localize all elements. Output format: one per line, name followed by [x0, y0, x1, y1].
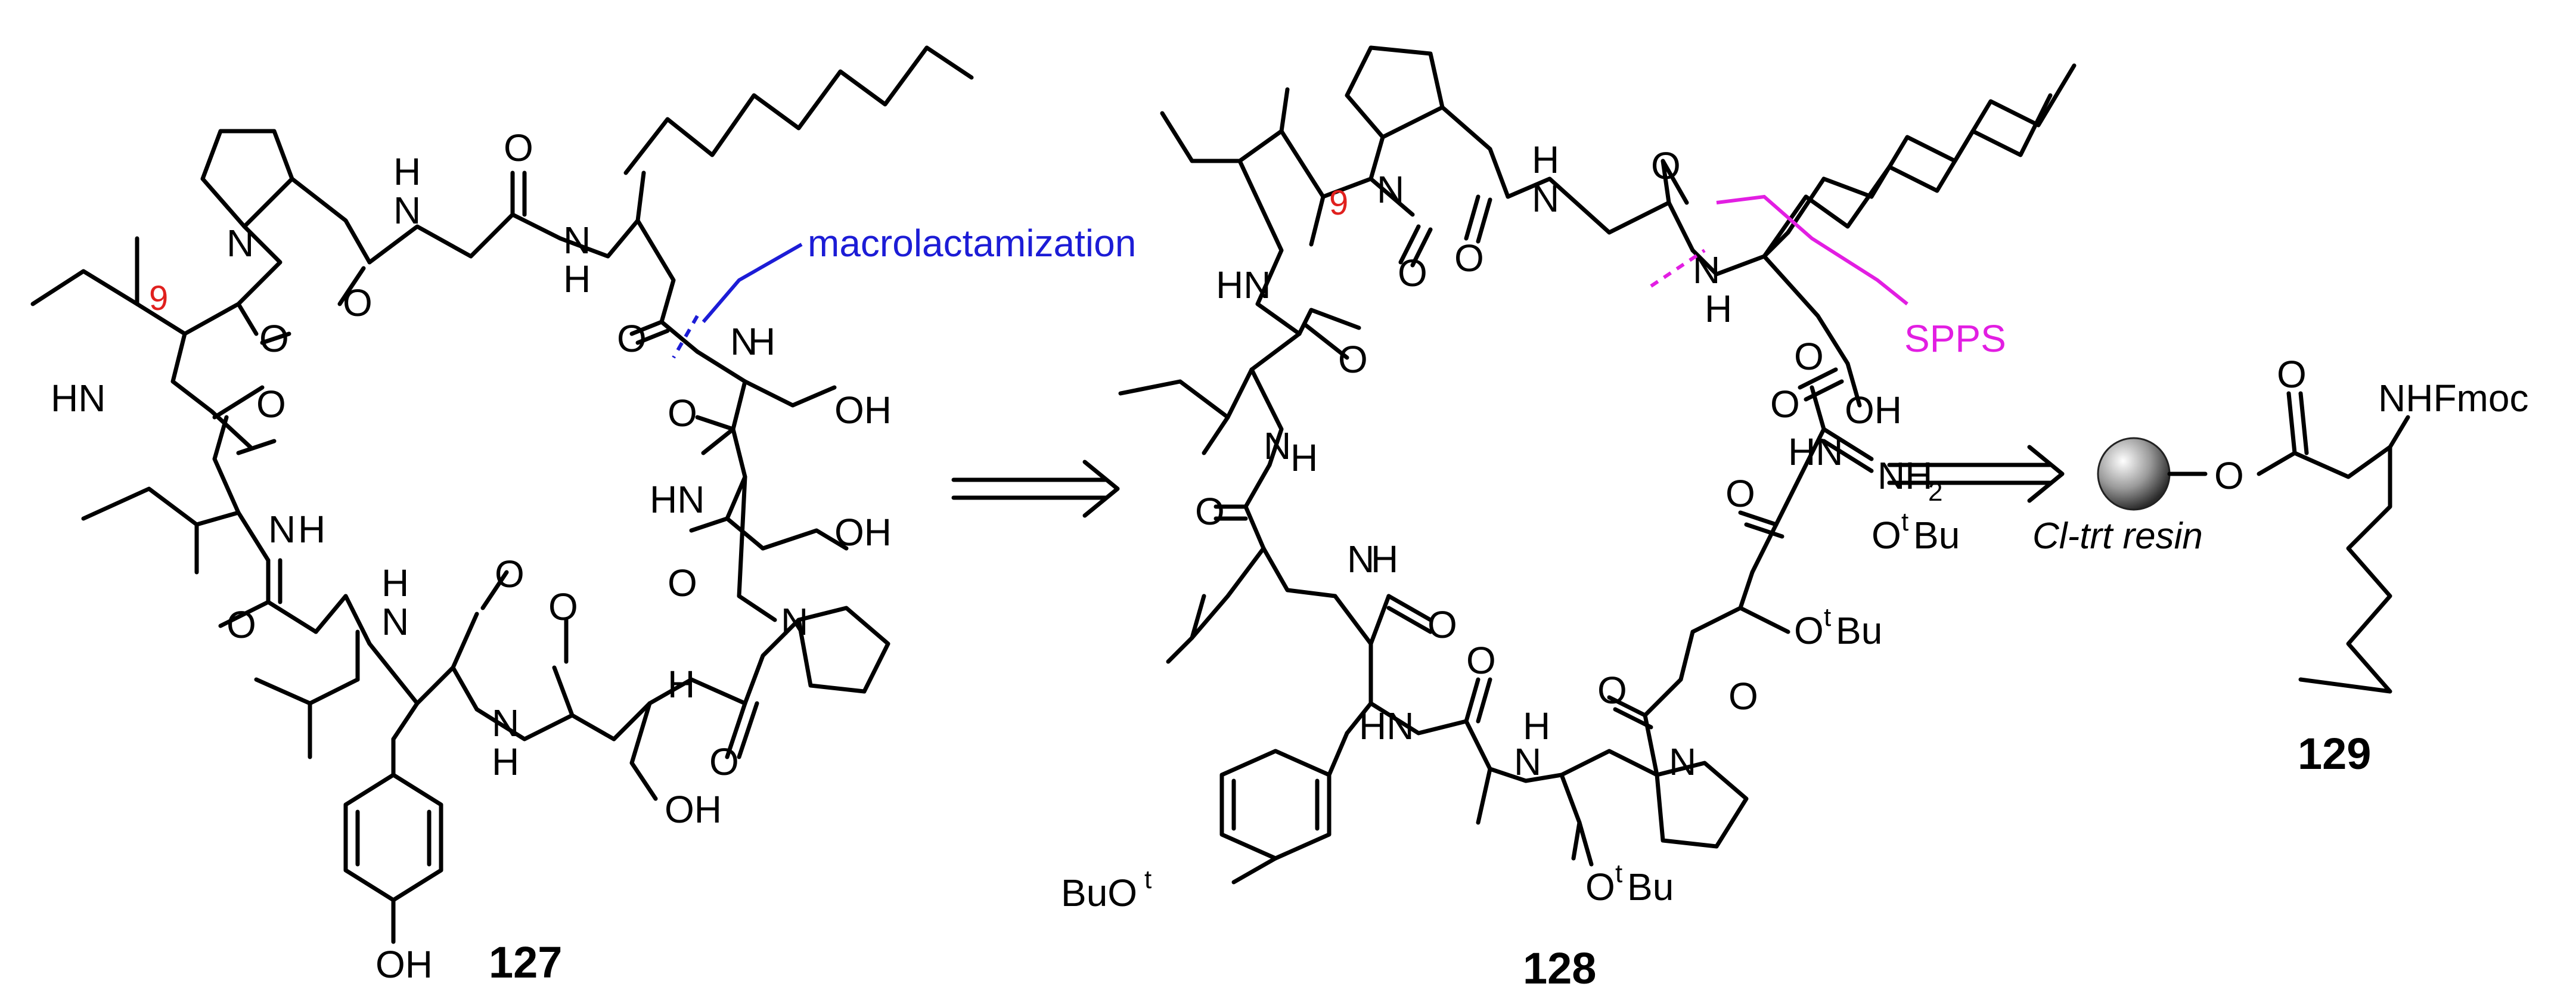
atom-o-128a: O	[1398, 252, 1427, 294]
atom-h-128c: H	[1290, 436, 1318, 479]
atom-n-127f: N	[492, 702, 519, 744]
atom-o-128k: O	[1728, 675, 1758, 718]
atom-o-127h: O	[548, 585, 578, 628]
atom-oh-127a: OH	[834, 389, 892, 432]
atom-o-128n: O	[1872, 514, 1901, 557]
atom-h-127a: H	[393, 150, 421, 193]
atom-oh-128a: OH	[1845, 389, 1902, 432]
atom-h-127c: H	[748, 320, 775, 363]
atom-h-127e: H	[492, 740, 519, 783]
macrolactamization-label: macrolactamization	[808, 222, 1136, 265]
atom-o-128c: O	[1651, 144, 1681, 187]
atom-o-127b: O	[343, 281, 373, 324]
atom-o-127i: O	[495, 553, 524, 595]
atom-n-127h: N	[268, 508, 296, 551]
atom-buo-128: BuO	[1061, 871, 1137, 914]
compound-label-127: 127	[489, 938, 562, 987]
atom-nhfmoc-129: NHFmoc	[2378, 377, 2528, 420]
atom-t-128d: t	[1144, 865, 1152, 894]
atom-bu-128b: Bu	[1836, 609, 1882, 652]
atom-h-128b: H	[1705, 287, 1732, 330]
atom-o-128g: O	[1427, 603, 1457, 646]
atom-o-128m: O	[1725, 472, 1755, 515]
atom-o-128j: O	[1597, 669, 1627, 712]
atom-t-128a: t	[1615, 859, 1622, 888]
atom-o-128l: O	[1794, 609, 1824, 652]
atom-t-128b: t	[1824, 603, 1831, 632]
atom-h-128e: H	[1523, 705, 1550, 747]
atom-n-127a: N	[226, 222, 254, 265]
atom-o-129b: O	[2277, 353, 2307, 396]
atom-oh-127c: OH	[665, 788, 722, 831]
retro-arrow-1	[951, 460, 1120, 518]
spps-cut	[1650, 249, 1706, 288]
atom-oh-127d: OH	[375, 943, 433, 986]
atom-o-127f: O	[668, 561, 697, 604]
atom-o-127a: O	[259, 317, 289, 360]
compound-label-129: 129	[2298, 729, 2371, 778]
atom-h-127g: H	[298, 508, 325, 551]
atom-o-128b: O	[1454, 237, 1484, 280]
structure-127	[30, 45, 974, 944]
atom-bu-128a: Bu	[1627, 865, 1674, 908]
atom-n-127b: N	[393, 189, 421, 232]
atom-n-127c: N	[563, 219, 591, 262]
atom-o-128h: O	[1466, 639, 1496, 682]
atom-n-127d: N	[730, 320, 758, 363]
atom-t-128c: t	[1901, 507, 1908, 536]
retro-arrow-2	[1887, 445, 2065, 503]
macrolactamization-cut	[672, 315, 699, 359]
stereo-label-128: 9	[1329, 184, 1348, 222]
atom-n-127g: N	[381, 600, 409, 643]
atom-o-128d: O	[1770, 383, 1800, 426]
atom-o-127g: O	[709, 740, 739, 783]
atom-h-128d: H	[1371, 538, 1398, 581]
atom-bu-128c: Bu	[1913, 514, 1960, 557]
atom-o-128o: O	[1794, 335, 1824, 378]
stereo-label-127: 9	[149, 279, 168, 318]
atom-o-127c: O	[504, 126, 533, 169]
atom-hn-128c: HN	[1788, 430, 1843, 473]
atom-h-127d: H	[668, 663, 695, 706]
resin-label: Cl-trt resin	[2032, 516, 2203, 557]
resin-bead	[2097, 437, 2171, 511]
atom-o-127e: O	[668, 392, 697, 435]
atom-o-127k: O	[256, 383, 286, 426]
structure-128	[1118, 45, 2077, 885]
spps-label: SPPS	[1904, 317, 2006, 360]
atom-nh2-128: NH	[1877, 454, 1932, 497]
atom-n-128c: N	[1693, 249, 1720, 291]
atom-n-128e: N	[1347, 538, 1374, 581]
compound-label-128: 128	[1523, 944, 1596, 993]
atom-n-128a: N	[1377, 168, 1404, 211]
spps-leader	[1716, 194, 1908, 306]
atom-n-128g: N	[1669, 740, 1696, 783]
atom-h-128a: H	[1532, 138, 1559, 181]
atom-oh-127b: OH	[834, 511, 892, 554]
atom-o-127j: O	[226, 603, 256, 646]
atom-hn-127b: HN	[650, 478, 704, 521]
atom-o-128i: O	[1585, 865, 1615, 908]
macrolactamization-leader	[702, 243, 803, 323]
atom-o-128f: O	[1195, 490, 1225, 533]
atom-o-129a: O	[2214, 454, 2244, 497]
structure-129	[2097, 391, 2410, 694]
atom-hn-128a: HN	[1216, 263, 1271, 306]
atom-n-128b: N	[1532, 177, 1559, 220]
atom-hn-127a: HN	[51, 377, 105, 420]
atom-h-127b: H	[563, 257, 591, 300]
atom-o-127d: O	[617, 317, 647, 360]
atom-hn-128b: HN	[1359, 705, 1414, 747]
atom-h-127f: H	[381, 561, 409, 604]
atom-n-128f: N	[1514, 740, 1541, 783]
atom-n-128d: N	[1264, 424, 1291, 467]
atom-n-127e: N	[781, 600, 808, 643]
atom-o-128e: O	[1338, 338, 1368, 381]
